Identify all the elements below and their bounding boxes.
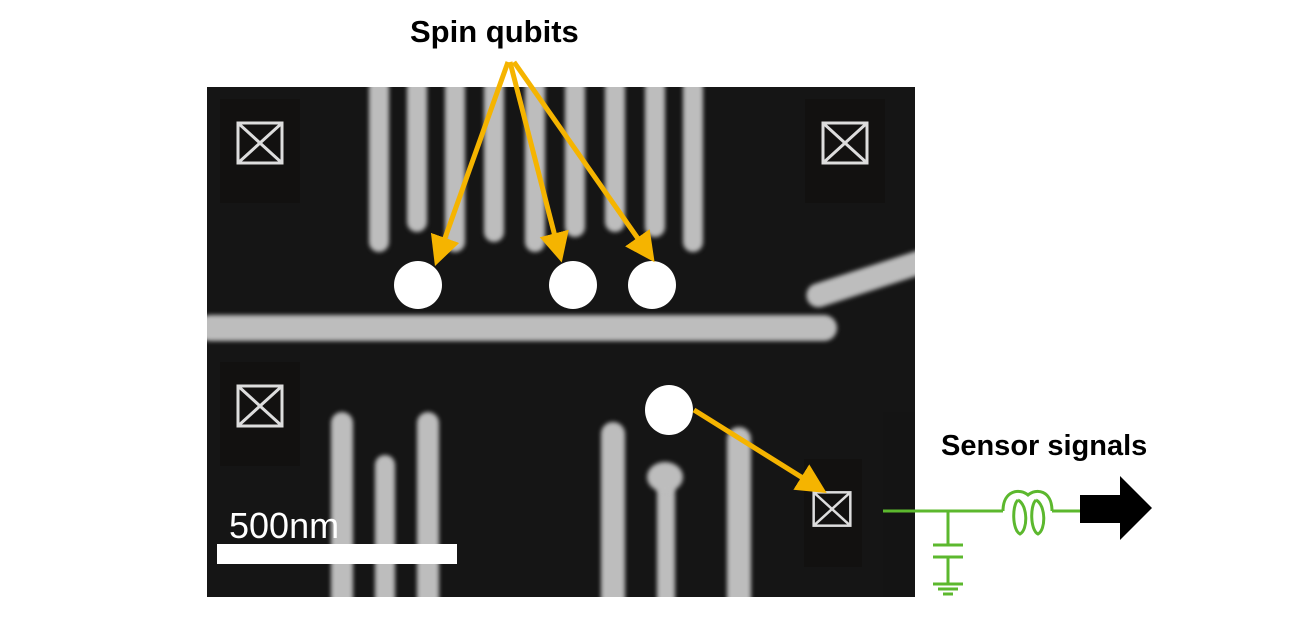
sensor-dot bbox=[645, 385, 693, 435]
gate-finger bbox=[683, 87, 703, 252]
arrow-to-sensor-pad bbox=[692, 407, 827, 493]
sensor-signals-label: Sensor signals bbox=[941, 430, 1148, 462]
qubit-dot bbox=[549, 261, 597, 309]
channel-gate bbox=[207, 315, 837, 341]
contact-pad-icon bbox=[812, 491, 852, 527]
gate-finger bbox=[645, 87, 665, 237]
sensor-gate-tip bbox=[647, 462, 683, 492]
arrow-to-qubit-1 bbox=[430, 61, 511, 267]
sensor-strip bbox=[883, 412, 915, 597]
gate-finger bbox=[601, 422, 625, 597]
pad-top-right bbox=[805, 99, 885, 203]
gate-finger bbox=[445, 87, 465, 252]
sem-micrograph: 500nm bbox=[207, 87, 915, 597]
gate-finger bbox=[369, 87, 389, 252]
contact-pad-icon bbox=[236, 121, 284, 165]
scale-bar bbox=[217, 544, 457, 564]
contact-pad-icon bbox=[236, 384, 284, 428]
spin-qubits-title: Spin qubits bbox=[410, 14, 579, 49]
gate-finger bbox=[657, 482, 675, 597]
inductor-icon bbox=[1001, 489, 1054, 536]
qubit-dot bbox=[628, 261, 676, 309]
gate-finger bbox=[525, 87, 545, 252]
gate-finger bbox=[727, 427, 751, 597]
gate-finger bbox=[407, 87, 427, 232]
pad-mid-left bbox=[220, 362, 300, 466]
gate-finger bbox=[484, 87, 504, 242]
readout-circuit bbox=[883, 489, 1080, 596]
arrow-to-qubit-3 bbox=[511, 60, 655, 263]
gate-finger bbox=[565, 87, 585, 237]
output-arrow-icon bbox=[1080, 476, 1152, 540]
contact-pad-icon bbox=[821, 121, 869, 165]
arrow-to-qubit-2 bbox=[507, 61, 569, 263]
qubit-dot bbox=[394, 261, 442, 309]
scale-bar-label: 500nm bbox=[229, 505, 340, 546]
pad-top-left bbox=[220, 99, 300, 203]
